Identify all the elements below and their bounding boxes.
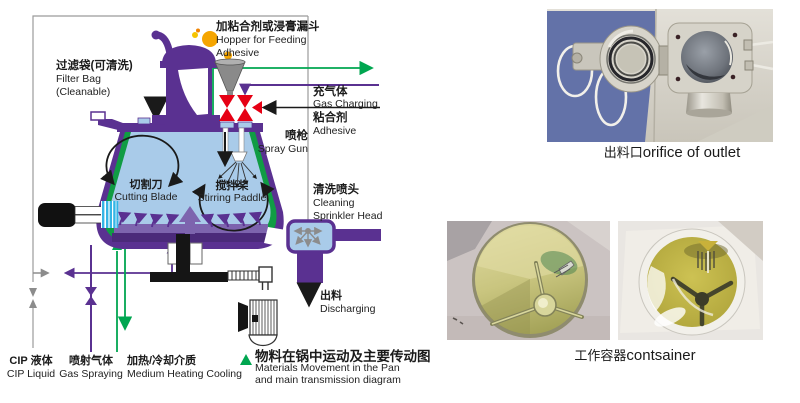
cleaning-head-label: 清洗喷头 Cleaning Sprinkler Head: [313, 184, 383, 222]
diagram-caption: 物料在锅中运动及主要传动图 Materials Movement in the …: [255, 349, 431, 386]
outlet-housing: [667, 22, 753, 94]
cip-lines: [33, 242, 178, 279]
paddle-arms: [490, 261, 584, 326]
hinge: [658, 45, 669, 76]
outlet-pipe: [334, 229, 381, 241]
photo-orifice-of-outlet: [547, 9, 773, 142]
feed-valves: [219, 95, 262, 129]
frame-border: [29, 15, 309, 348]
flame-icon: [192, 32, 198, 38]
center-up-arrow: [179, 206, 201, 234]
pan-bottom-dark-band: [112, 233, 270, 242]
gas-spraying-label: 喷射气体 Gas Spraying: [59, 355, 123, 380]
mixer-diagram: [29, 15, 381, 365]
hopper-funnel: [214, 51, 246, 96]
chopper-tool: [553, 260, 575, 278]
hopper-label: 加粘合剂或浸膏漏斗 Hopper for Feeding Adhesive: [216, 21, 320, 59]
gas-charging-label: 充气体 Gas Charging: [313, 86, 378, 110]
door-flange: [599, 25, 663, 93]
drive-motor-drawing: [238, 299, 278, 347]
outlet-caption: 出料口orifice of outlet: [603, 144, 741, 161]
filter-dome: [151, 28, 220, 124]
discharge-chute: [297, 252, 323, 283]
outlet-chute: [686, 93, 732, 118]
material-circulation-arrows: [100, 134, 275, 232]
discharging-label: 出料 Discharging: [320, 290, 376, 315]
gas-spraying-line: [85, 245, 97, 352]
container-caption: 工作容器contsainer: [574, 347, 696, 364]
cip-liquid-label: CIP 液体 CIP Liquid: [6, 355, 56, 380]
filter-bag-label: 过滤袋(可清洗) Filter Bag (Cleanable): [56, 60, 133, 98]
adhesive-label: 粘合剂 Adhesive: [313, 112, 357, 137]
discharge-assembly: [264, 219, 381, 308]
reflection: [647, 266, 666, 311]
filter-bag-cone: [178, 68, 208, 115]
cutting-blade-label: 切割刀 Cutting Blade: [114, 179, 178, 203]
orange-ball-icon: [202, 31, 218, 47]
gas-charging-line: [239, 83, 379, 96]
side-motor: [38, 201, 119, 228]
side-rods: [749, 40, 773, 71]
medium-label: 加热/冷却介质 Medium Heating Cooling: [127, 355, 242, 380]
chopper-comb: [697, 241, 718, 273]
cable-conduit: [227, 266, 273, 290]
spray-gun-label: 喷枪 Spray Gun: [257, 130, 308, 155]
blade-coil: [101, 201, 119, 228]
main-shaft: [150, 234, 273, 290]
caption-triangle-bullet: [240, 354, 252, 365]
stirring-paddle-label: 搅拌桨 Stirring Paddle: [197, 180, 267, 204]
photo-container-a: [447, 221, 610, 340]
photo-container-b: [618, 221, 763, 340]
bottom-flow-arrows: [117, 211, 263, 228]
spray-gun: [217, 127, 257, 189]
heating-cooling-lines: [112, 240, 133, 352]
